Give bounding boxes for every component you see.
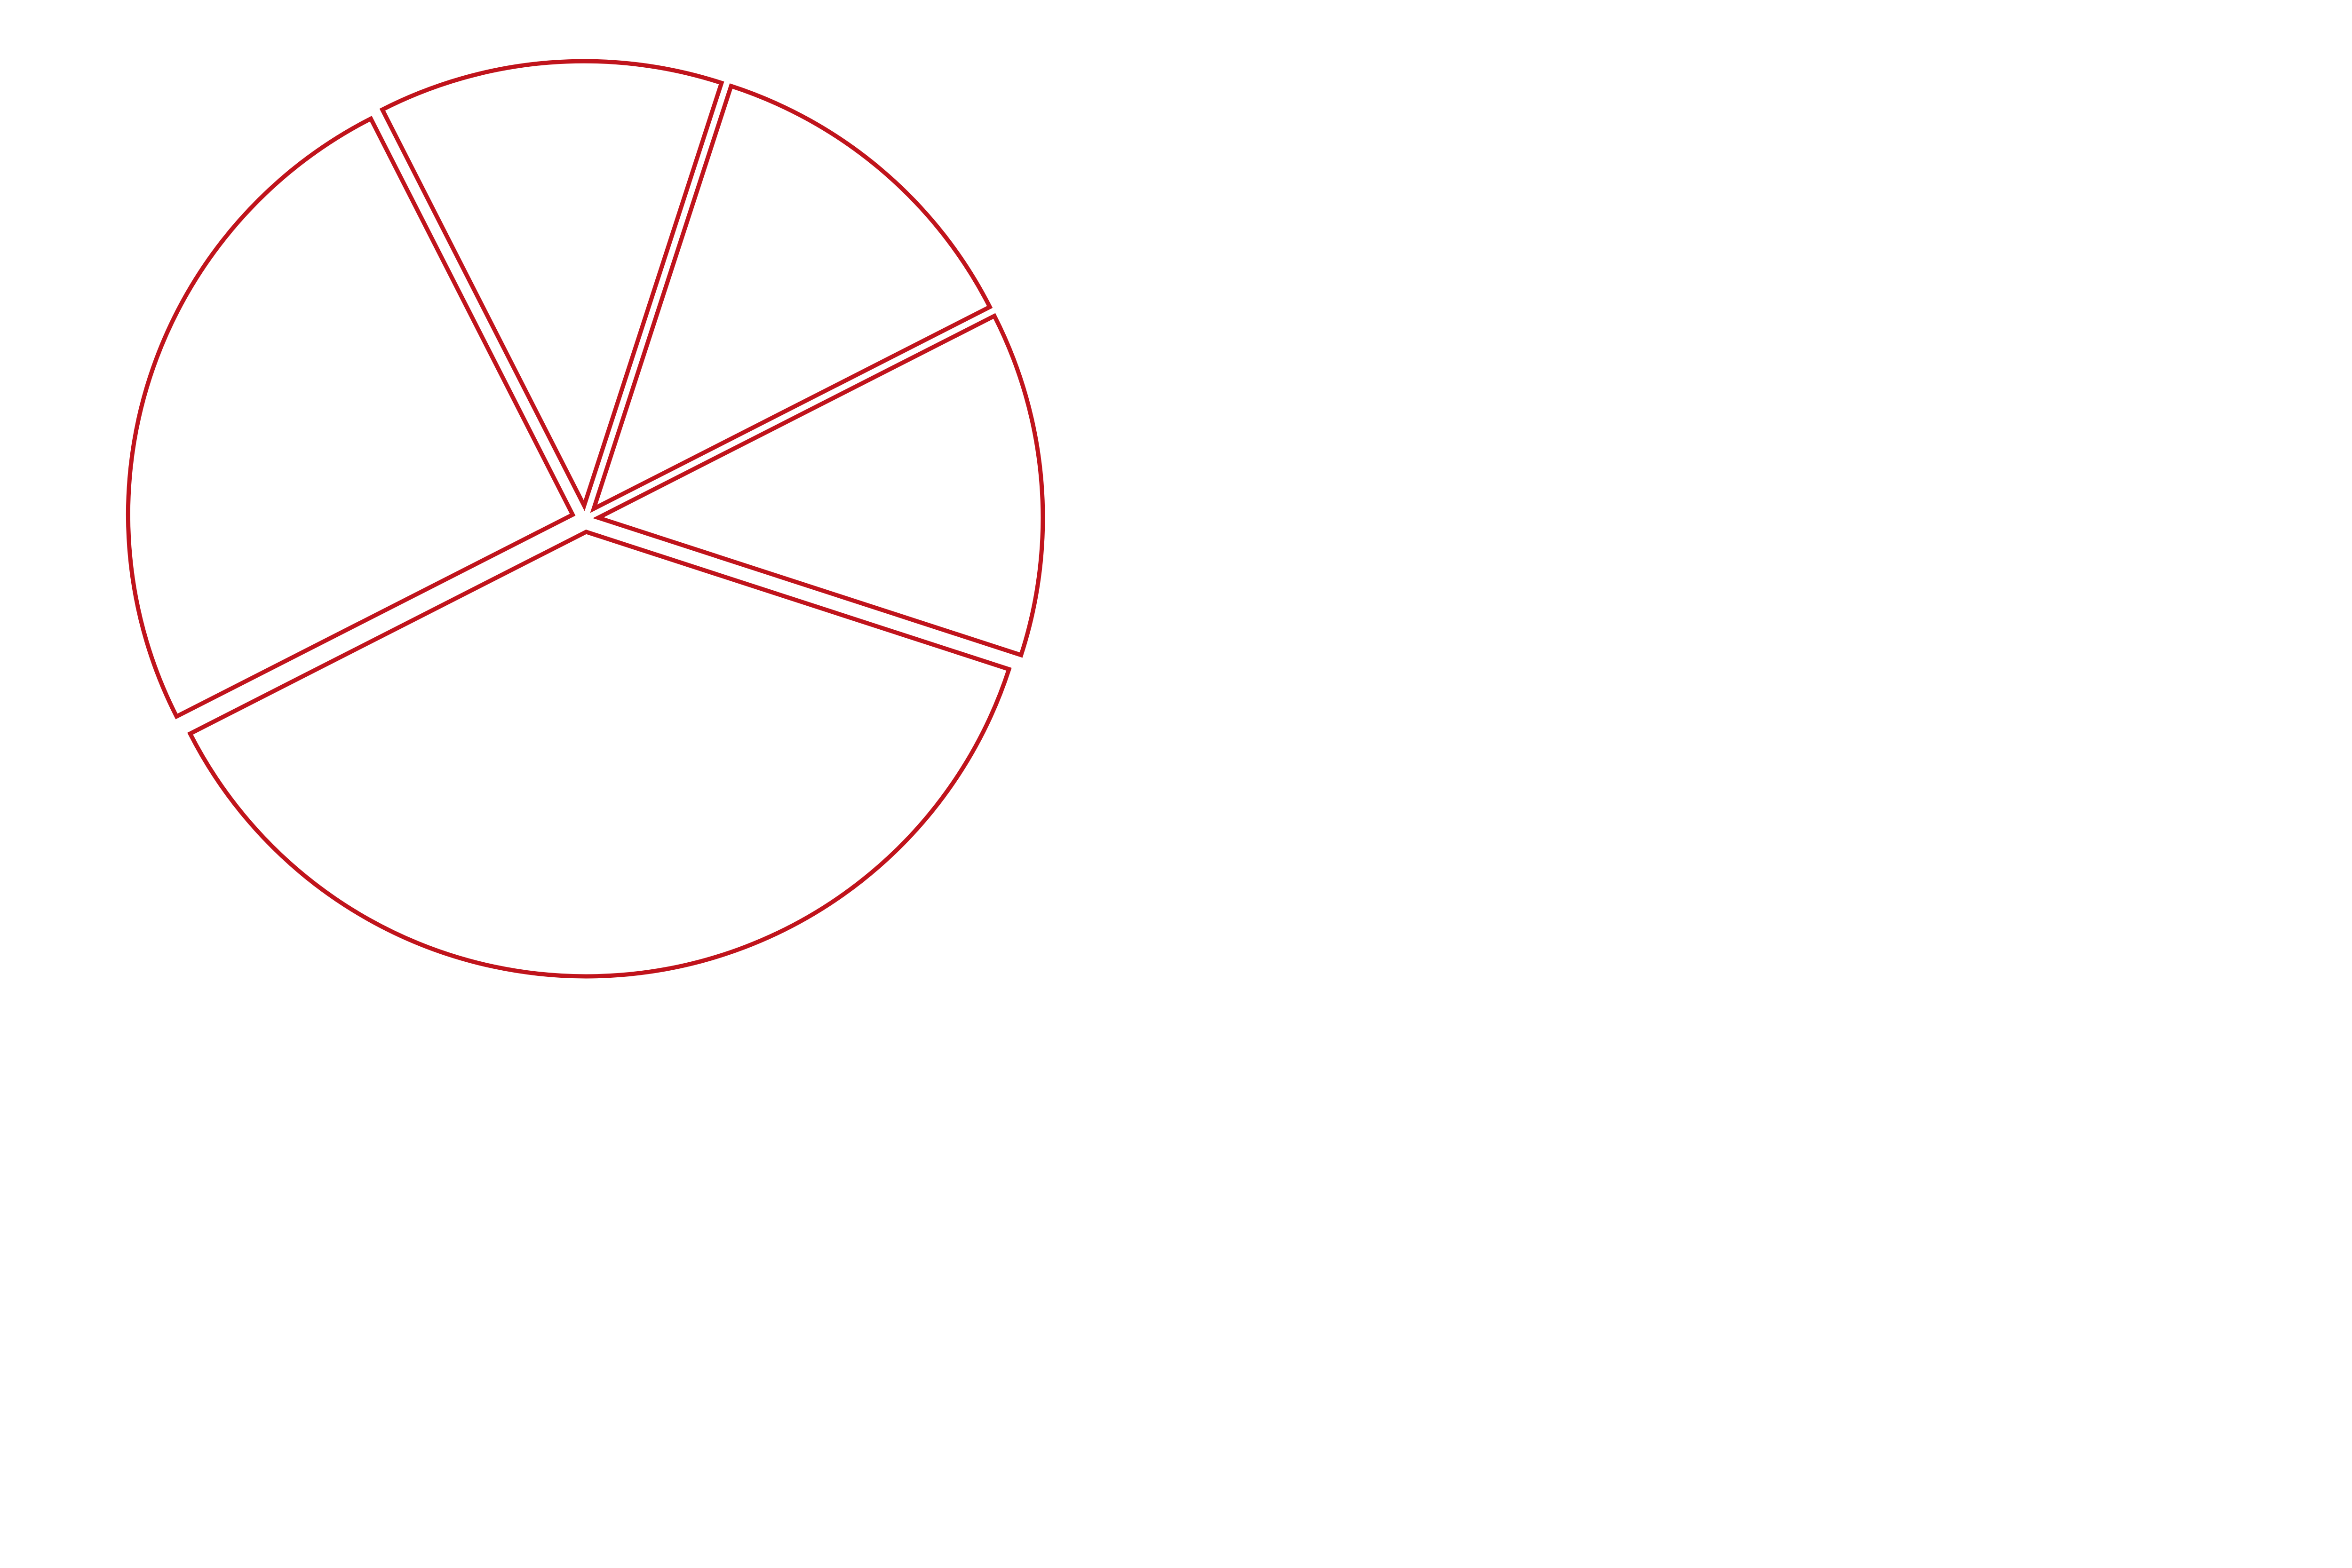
pie-slice-1 — [379, 59, 724, 511]
pie-slice-5 — [126, 116, 576, 720]
pie-slice-2 — [590, 83, 993, 513]
pie-slice-3 — [593, 313, 1045, 658]
pie-slice-4 — [187, 530, 1012, 979]
